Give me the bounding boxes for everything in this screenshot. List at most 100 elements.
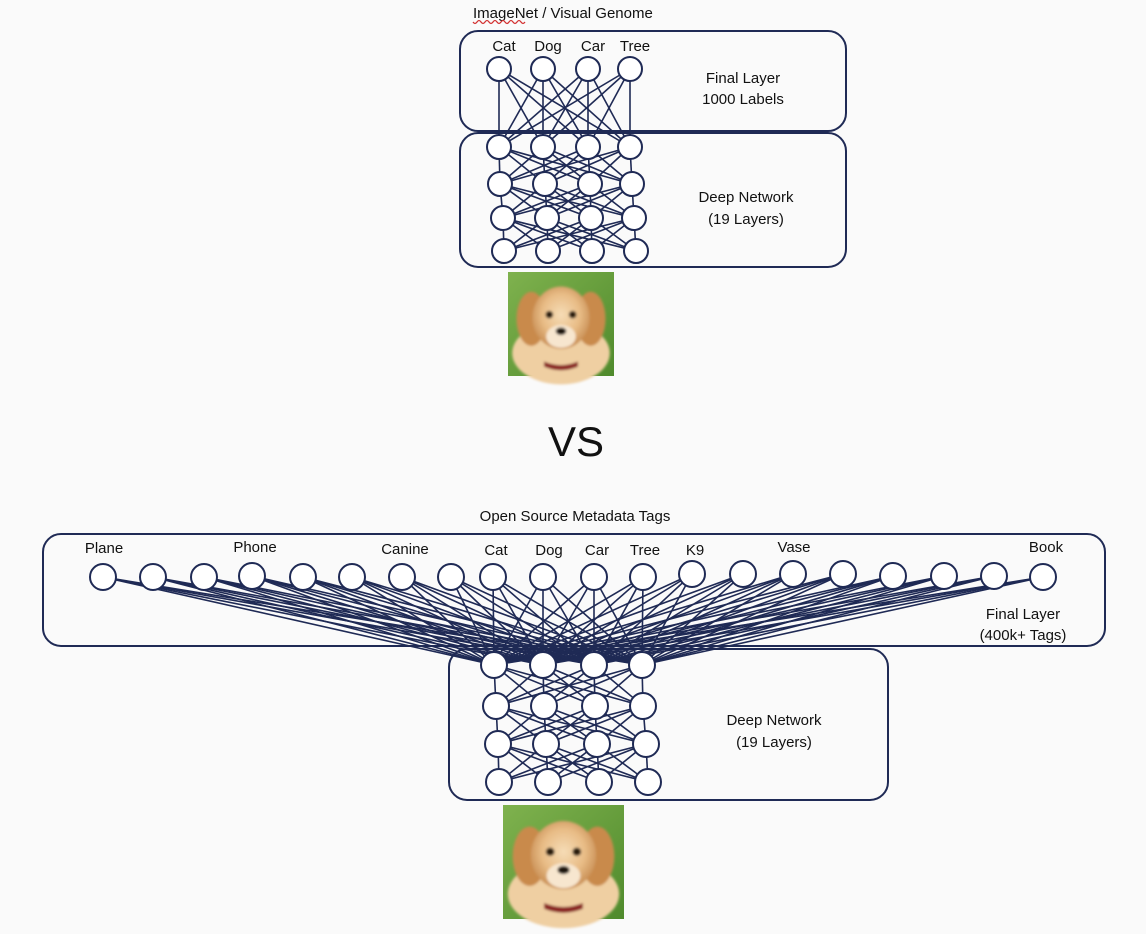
bottom-output-edge xyxy=(492,576,495,666)
bottom-tag-label: Tree xyxy=(630,542,660,559)
bottom-tag-label: Vase xyxy=(777,539,810,556)
bottom-output-node xyxy=(879,562,907,590)
bottom-output-edge xyxy=(641,576,1044,666)
bottom-input-image xyxy=(503,805,624,928)
bottom-deep-network-label: Deep Network xyxy=(726,712,822,729)
bottom-tag-label: Phone xyxy=(233,539,276,556)
top-hidden-node xyxy=(486,134,512,160)
bottom-output-edge xyxy=(203,576,495,666)
bottom-output-node xyxy=(238,562,266,590)
bottom-output-node xyxy=(678,560,706,588)
bottom-tag-label: Cat xyxy=(484,542,508,559)
bottom-output-edge xyxy=(593,576,1044,666)
top-output-label: Tree xyxy=(620,38,650,55)
bottom-hidden-edge xyxy=(497,705,596,745)
bottom-hidden-node xyxy=(482,692,510,720)
top-title: ImageNet / Visual Genome xyxy=(473,5,653,22)
bottom-output-node xyxy=(190,563,218,591)
bottom-hidden-node xyxy=(530,692,558,720)
bottom-output-node xyxy=(779,560,807,588)
top-output-edge xyxy=(587,68,631,148)
bottom-final-layer-count: (400k+ Tags) xyxy=(980,627,1067,644)
top-hidden-node xyxy=(491,238,517,264)
top-output-label: Car xyxy=(581,38,605,55)
top-hidden-node xyxy=(535,238,561,264)
bottom-hidden-node xyxy=(585,768,613,796)
spellcheck-squiggle xyxy=(472,19,526,25)
top-hidden-node xyxy=(534,205,560,231)
bottom-output-edge xyxy=(493,573,794,666)
bottom-output-edge xyxy=(542,576,1044,666)
bottom-hidden-node xyxy=(580,651,608,679)
bottom-deep-network-layers: (19 Layers) xyxy=(736,734,812,751)
top-output-edge xyxy=(498,68,631,148)
top-deep-network-box xyxy=(459,132,847,268)
bottom-output-node xyxy=(437,563,465,591)
bottom-hidden-edge xyxy=(497,705,644,745)
top-final-layer-box xyxy=(459,30,847,132)
bottom-output-edge xyxy=(351,576,495,666)
bottom-output-edge xyxy=(152,576,495,666)
bottom-output-node xyxy=(930,562,958,590)
bottom-output-node xyxy=(338,563,366,591)
top-output-label: Cat xyxy=(492,38,516,55)
top-hidden-node xyxy=(487,171,513,197)
top-hidden-node xyxy=(619,171,645,197)
top-output-label: Dog xyxy=(534,38,562,55)
top-hidden-edge xyxy=(503,217,635,252)
top-nodes xyxy=(486,56,649,264)
bottom-edges xyxy=(102,573,1044,783)
top-output-node xyxy=(486,56,512,82)
top-output-edge xyxy=(498,68,544,148)
top-output-edge xyxy=(542,68,631,148)
bottom-output-node xyxy=(729,560,757,588)
top-hidden-node xyxy=(578,205,604,231)
bottom-hidden-edge xyxy=(543,664,643,707)
top-output-edge xyxy=(498,68,589,148)
top-output-labels: Cat Dog Car Tree xyxy=(492,38,650,55)
bottom-output-edge xyxy=(493,576,644,666)
bottom-output-edge xyxy=(493,576,595,666)
bottom-title: Open Source Metadata Tags xyxy=(480,508,671,525)
top-output-node xyxy=(530,56,556,82)
top-hidden-node xyxy=(530,134,556,160)
top-hidden-edge xyxy=(546,183,633,219)
bottom-hidden-edge xyxy=(545,705,644,745)
top-hidden-node xyxy=(575,134,601,160)
bottom-tag-label: Plane xyxy=(85,540,123,557)
bottom-tag-label: K9 xyxy=(686,542,704,559)
vs-label: VS xyxy=(548,418,604,465)
bottom-output-node xyxy=(529,563,557,591)
top-output-node xyxy=(617,56,643,82)
bottom-hidden-edge xyxy=(547,743,647,783)
bottom-output-edge xyxy=(493,576,544,666)
bottom-output-node xyxy=(289,563,317,591)
top-hidden-edge xyxy=(547,217,635,252)
bottom-hidden-node xyxy=(629,692,657,720)
bottom-output-node xyxy=(139,563,167,591)
bottom-output-edge xyxy=(593,573,844,666)
bottom-hidden-node xyxy=(532,730,560,758)
bottom-output-edge xyxy=(493,573,744,666)
top-hidden-edge xyxy=(502,183,633,219)
top-output-node xyxy=(575,56,601,82)
top-hidden-edge xyxy=(502,183,591,219)
bottom-hidden-edge xyxy=(498,743,647,783)
bottom-output-edge xyxy=(251,575,495,666)
bottom-tag-label: Canine xyxy=(381,541,429,558)
bottom-final-layer-label: Final Layer xyxy=(986,606,1060,623)
top-hidden-edge xyxy=(544,146,631,185)
bottom-output-edge xyxy=(493,576,1044,666)
bottom-tag-label: Dog xyxy=(535,542,563,559)
bottom-hidden-edge xyxy=(498,743,598,783)
bottom-output-node xyxy=(980,562,1008,590)
bottom-output-node xyxy=(479,563,507,591)
bottom-output-node xyxy=(89,563,117,591)
bottom-output-edge xyxy=(493,575,945,666)
bottom-hidden-node xyxy=(480,651,508,679)
bottom-output-node xyxy=(388,563,416,591)
top-input-image xyxy=(508,272,614,384)
top-hidden-node xyxy=(617,134,643,160)
bottom-hidden-node xyxy=(529,651,557,679)
